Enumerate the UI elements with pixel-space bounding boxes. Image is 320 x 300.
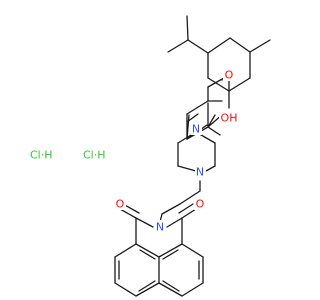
imide-bonds xyxy=(119,203,197,245)
atom-label: N xyxy=(196,166,204,179)
salt-labels: Cl·H Cl·H xyxy=(30,149,106,162)
atom-label: OH xyxy=(221,112,238,125)
atom-label: O xyxy=(225,69,234,82)
atom-label: O xyxy=(116,198,125,211)
atom-label: N xyxy=(192,123,200,136)
atom-labels: O OH N N N O O xyxy=(114,68,239,234)
hcl-label-2: Cl·H xyxy=(83,149,106,162)
naphthalene-bonds xyxy=(114,243,204,297)
atom-label: O xyxy=(196,198,205,211)
molecule-structure: O OH N N N O O Cl·H Cl·H xyxy=(30,15,271,297)
atom-label: N xyxy=(156,221,164,234)
hcl-label-1: Cl·H xyxy=(30,149,53,162)
